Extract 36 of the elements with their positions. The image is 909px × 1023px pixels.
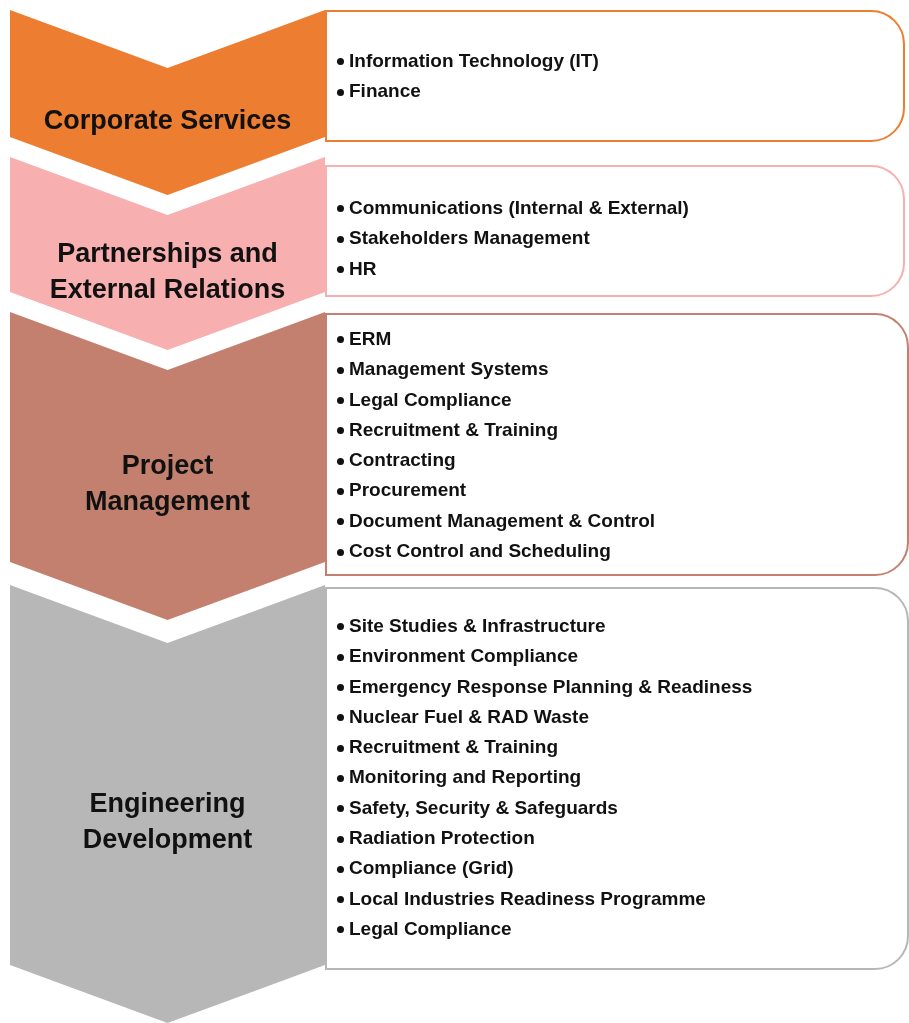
bullet-item: Environment Compliance bbox=[349, 645, 579, 667]
bullet-item: Legal Compliance bbox=[349, 917, 512, 939]
bullet-item: Document Management & Control bbox=[349, 509, 656, 531]
bullet-item: Local Industries Readiness Programme bbox=[349, 887, 706, 909]
chevron-label: Partnerships and External Relations bbox=[48, 236, 287, 306]
text-panel bbox=[325, 165, 905, 297]
bullet-item: Cost Control and Scheduling bbox=[349, 540, 611, 562]
bullet-item: Information Technology (IT) bbox=[349, 50, 599, 71]
bullet-item: Nuclear Fuel & RAD Waste bbox=[349, 705, 589, 727]
chevron-band bbox=[10, 312, 325, 620]
chevron-label: Corporate Services bbox=[42, 103, 293, 137]
text-panel bbox=[325, 587, 909, 970]
chevron-band bbox=[10, 157, 325, 350]
bullet-item: Radiation Protection bbox=[349, 827, 535, 849]
chevron-label: Project Management bbox=[83, 449, 251, 519]
bullet-item: Legal Compliance bbox=[349, 388, 512, 410]
bullet-item: Communications (Internal & External) bbox=[349, 197, 689, 218]
chevron-band bbox=[10, 585, 325, 1023]
bullet-item: Contracting bbox=[349, 449, 456, 471]
text-panel bbox=[325, 10, 905, 142]
bullet-item: Monitoring and Reporting bbox=[349, 766, 582, 788]
chevron-band bbox=[10, 10, 325, 195]
bullet-item: ERM bbox=[349, 328, 392, 349]
bullet-item: Finance bbox=[349, 80, 421, 102]
bullet-item: Management Systems bbox=[349, 358, 549, 380]
bullet-item: Site Studies & Infrastructure bbox=[349, 615, 606, 636]
bullet-item: Recruitment & Training bbox=[349, 418, 559, 440]
bullet-item: Compliance (Grid) bbox=[349, 857, 514, 879]
bullet-item: Procurement bbox=[349, 479, 467, 501]
text-panel bbox=[325, 313, 909, 576]
bullet-item: Safety, Security & Safeguards bbox=[349, 796, 618, 818]
bullet-item: HR bbox=[349, 257, 377, 279]
bullet-item: Recruitment & Training bbox=[349, 736, 559, 758]
bullet-item: Stakeholders Management bbox=[349, 227, 590, 249]
chevron-label: Engineering Development bbox=[81, 787, 254, 857]
bullet-item: Emergency Response Planning & Readiness bbox=[349, 675, 753, 697]
